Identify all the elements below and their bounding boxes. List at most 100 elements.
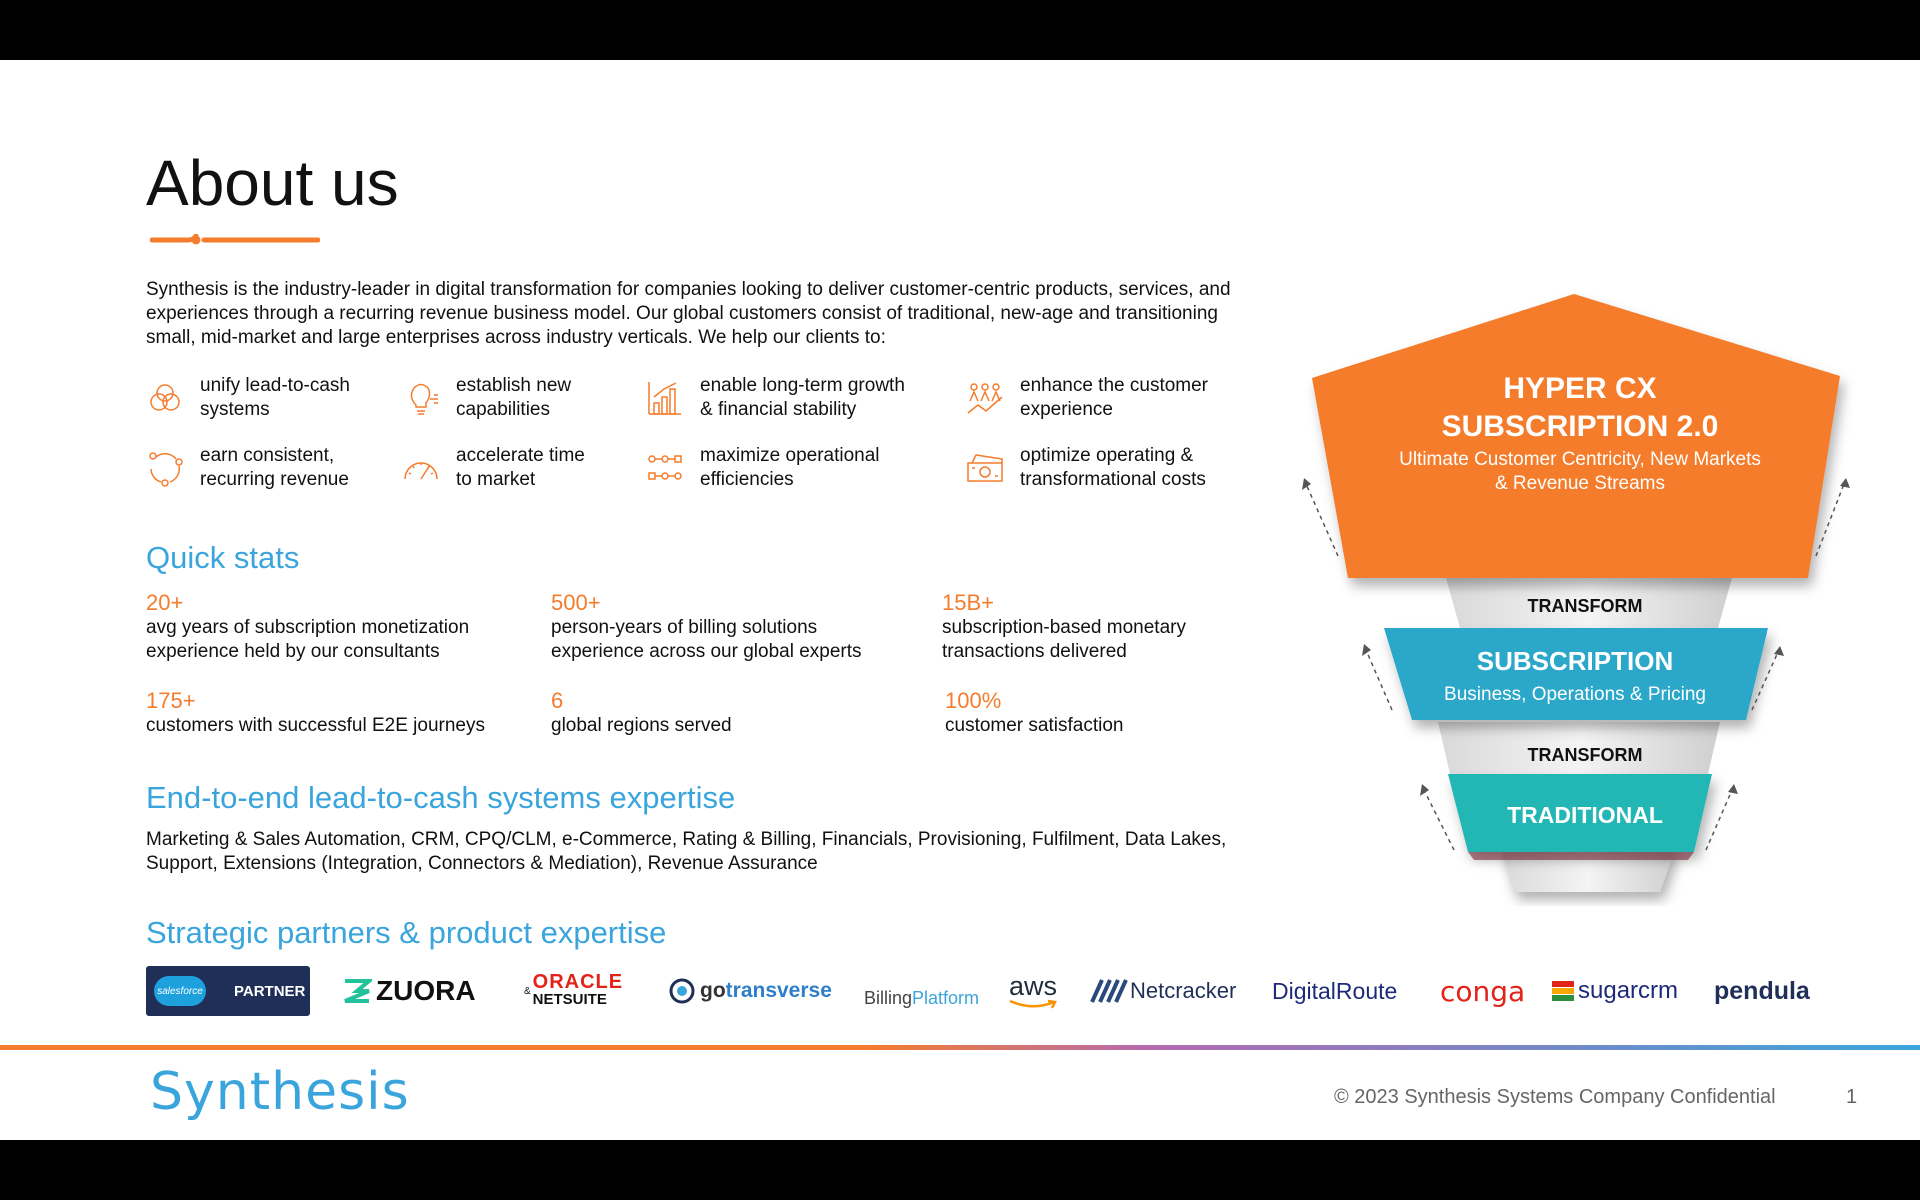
partners-heading: Strategic partners & product expertise bbox=[146, 915, 667, 950]
salesforce-partner-logo: salesforce PARTNER bbox=[146, 966, 310, 1016]
conga-logo: conga bbox=[1440, 966, 1525, 1016]
intro-paragraph: Synthesis is the industry-leader in digi… bbox=[146, 279, 1231, 348]
gotransverse-logo: go transverse bbox=[668, 966, 832, 1016]
benefit-label: earn consistent, recurring revenue bbox=[200, 445, 349, 490]
funnel-graphic bbox=[1302, 294, 1850, 892]
benefit-label: enhance the customer experience bbox=[1020, 375, 1209, 420]
aws-text: aws bbox=[1008, 971, 1057, 1001]
stat-item: 100% customer satisfaction bbox=[945, 688, 1123, 738]
funnel-top-subtitle: Ultimate Customer Centricity, New Market… bbox=[1360, 448, 1800, 496]
zuora-logo: ZUORA bbox=[342, 966, 476, 1016]
aws-logo: aws bbox=[1008, 966, 1058, 1016]
conga-text: conga bbox=[1440, 974, 1526, 1008]
stat-value: 20+ bbox=[146, 590, 184, 615]
sugarcrm-logo: sugar crm bbox=[1550, 966, 1678, 1016]
funnel-mid-title: SUBSCRIPTION bbox=[1476, 646, 1674, 676]
funnel-bottom-title: TRADITIONAL bbox=[1507, 802, 1663, 828]
stat-desc: person-years of billing solutions experi… bbox=[551, 617, 862, 662]
gotransverse-rest: transverse bbox=[725, 979, 832, 1002]
funnel-mid-subtitle: Business, Operations & Pricing bbox=[1444, 684, 1706, 705]
slide: About us Synthesis is the industry-leade… bbox=[0, 60, 1920, 1140]
synthesis-logo: Synthesis bbox=[150, 1062, 410, 1122]
transformation-funnel: HYPER CX SUBSCRIPTION 2.0 Ultimate Custo… bbox=[1300, 288, 1860, 928]
benefit-item: unify lead-to-cash systems bbox=[146, 374, 350, 422]
stat-item: 15B+ subscription-based monetary transac… bbox=[942, 590, 1186, 664]
benefit-item: establish new capabilities bbox=[402, 374, 571, 422]
stat-desc: customer satisfaction bbox=[945, 715, 1124, 736]
benefit-label: accelerate time to market bbox=[456, 445, 585, 490]
partner-logos: salesforce PARTNER ZUORA & ORACLE NETSUI… bbox=[146, 966, 1846, 1026]
e2e-text: Marketing & Sales Automation, CRM, CPQ/C… bbox=[146, 829, 1227, 874]
billing-text: Billing bbox=[864, 987, 913, 1008]
stat-value: 500+ bbox=[551, 590, 601, 615]
page-number: 1 bbox=[1846, 1086, 1858, 1108]
stat-item: 20+ avg years of subscription monetizati… bbox=[146, 590, 469, 664]
ampersand: & bbox=[524, 985, 531, 997]
pendula-text: pendula bbox=[1714, 976, 1810, 1005]
benefits-grid: unify lead-to-cash systems establish new… bbox=[146, 374, 1256, 514]
benefit-label: enable long-term growth & financial stab… bbox=[700, 375, 905, 420]
quick-stats-heading: Quick stats bbox=[146, 540, 300, 575]
stat-item: 175+ customers with successful E2E journ… bbox=[146, 688, 485, 738]
gotransverse-go: go bbox=[700, 979, 726, 1002]
confidential-notice: © 2023 Synthesis Systems Company Confide… bbox=[1334, 1086, 1776, 1108]
circles-icon bbox=[150, 384, 180, 411]
salesforce-cloud-icon: salesforce bbox=[154, 976, 206, 1006]
netcracker-text: Netcracker bbox=[1130, 978, 1237, 1003]
platform-text: Platform bbox=[912, 987, 980, 1008]
money-icon bbox=[967, 454, 1003, 482]
gotransverse-mark-icon bbox=[669, 978, 695, 1004]
funnel-top-title-line2: SUBSCRIPTION 2.0 bbox=[1441, 410, 1719, 443]
stat-desc: customers with successful E2E journeys bbox=[146, 715, 485, 736]
benefit-item: earn consistent, recurring revenue bbox=[146, 444, 349, 492]
funnel-transform-label-1: TRANSFORM bbox=[1527, 596, 1643, 616]
benefit-item: enable long-term growth & financial stab… bbox=[646, 374, 905, 422]
pendula-logo: pendula bbox=[1714, 966, 1810, 1016]
stat-value: 15B+ bbox=[942, 590, 994, 615]
stat-desc: global regions served bbox=[551, 715, 732, 736]
title-underline-decoration bbox=[150, 234, 320, 245]
benefit-label: establish new capabilities bbox=[456, 375, 572, 420]
e2e-heading: End-to-end lead-to-cash systems expertis… bbox=[146, 780, 736, 815]
speedometer-icon bbox=[404, 462, 438, 480]
netsuite-text: NETSUITE bbox=[532, 991, 607, 1008]
footer-divider bbox=[0, 1045, 1920, 1050]
stat-value: 175+ bbox=[146, 688, 196, 713]
benefit-item: optimize operating & transformational co… bbox=[966, 444, 1206, 492]
funnel-top-sub-line1: Ultimate Customer Centricity, New Market… bbox=[1399, 449, 1761, 470]
process-icon bbox=[648, 455, 682, 480]
oracle-text: ORACLE bbox=[532, 971, 624, 993]
sugar-text: sugar bbox=[1578, 977, 1639, 1004]
benefit-label: unify lead-to-cash systems bbox=[200, 375, 350, 420]
crm-text: crm bbox=[1638, 977, 1679, 1004]
funnel-transform-label-2: TRANSFORM bbox=[1527, 745, 1643, 765]
people-icon bbox=[967, 383, 1003, 414]
benefit-item: maximize operational efficiencies bbox=[646, 444, 880, 492]
benefit-label: optimize operating & transformational co… bbox=[1020, 445, 1206, 490]
benefit-label: maximize operational efficiencies bbox=[700, 445, 880, 490]
netcracker-logo: Netcracker bbox=[1090, 966, 1236, 1016]
stat-value: 100% bbox=[945, 688, 1002, 713]
partner-badge-text: PARTNER bbox=[234, 982, 306, 1000]
stat-value: 6 bbox=[551, 688, 564, 713]
synthesis-logo-text: Synthesis bbox=[150, 1062, 410, 1122]
billingplatform-logo: Billing Platform bbox=[864, 968, 979, 1018]
stat-desc: avg years of subscription monetization e… bbox=[146, 617, 470, 662]
lightbulb-icon bbox=[410, 383, 438, 415]
page-title: About us bbox=[146, 147, 399, 219]
funnel-top-sub-line2: & Revenue Streams bbox=[1494, 473, 1666, 494]
netcracker-mark-icon bbox=[1090, 979, 1128, 1003]
cycle-icon bbox=[149, 452, 183, 487]
digitalroute-text: DigitalRoute bbox=[1272, 977, 1398, 1004]
salesforce-text: salesforce bbox=[157, 985, 203, 997]
benefit-item: accelerate time to market bbox=[402, 444, 585, 492]
funnel-top-title: HYPER CX SUBSCRIPTION 2.0 bbox=[1360, 370, 1800, 446]
zuora-text: ZUORA bbox=[376, 975, 476, 1006]
sugarcrm-cube-icon bbox=[1552, 981, 1574, 1001]
zuora-mark-icon bbox=[344, 979, 372, 1003]
oracle-netsuite-logo: & ORACLE NETSUITE bbox=[524, 966, 623, 1016]
digitalroute-logo: DigitalRoute bbox=[1272, 966, 1397, 1016]
stat-desc: subscription-based monetary transactions… bbox=[942, 617, 1186, 662]
stat-item: 6 global regions served bbox=[551, 688, 732, 738]
bar-chart-icon bbox=[648, 382, 681, 415]
